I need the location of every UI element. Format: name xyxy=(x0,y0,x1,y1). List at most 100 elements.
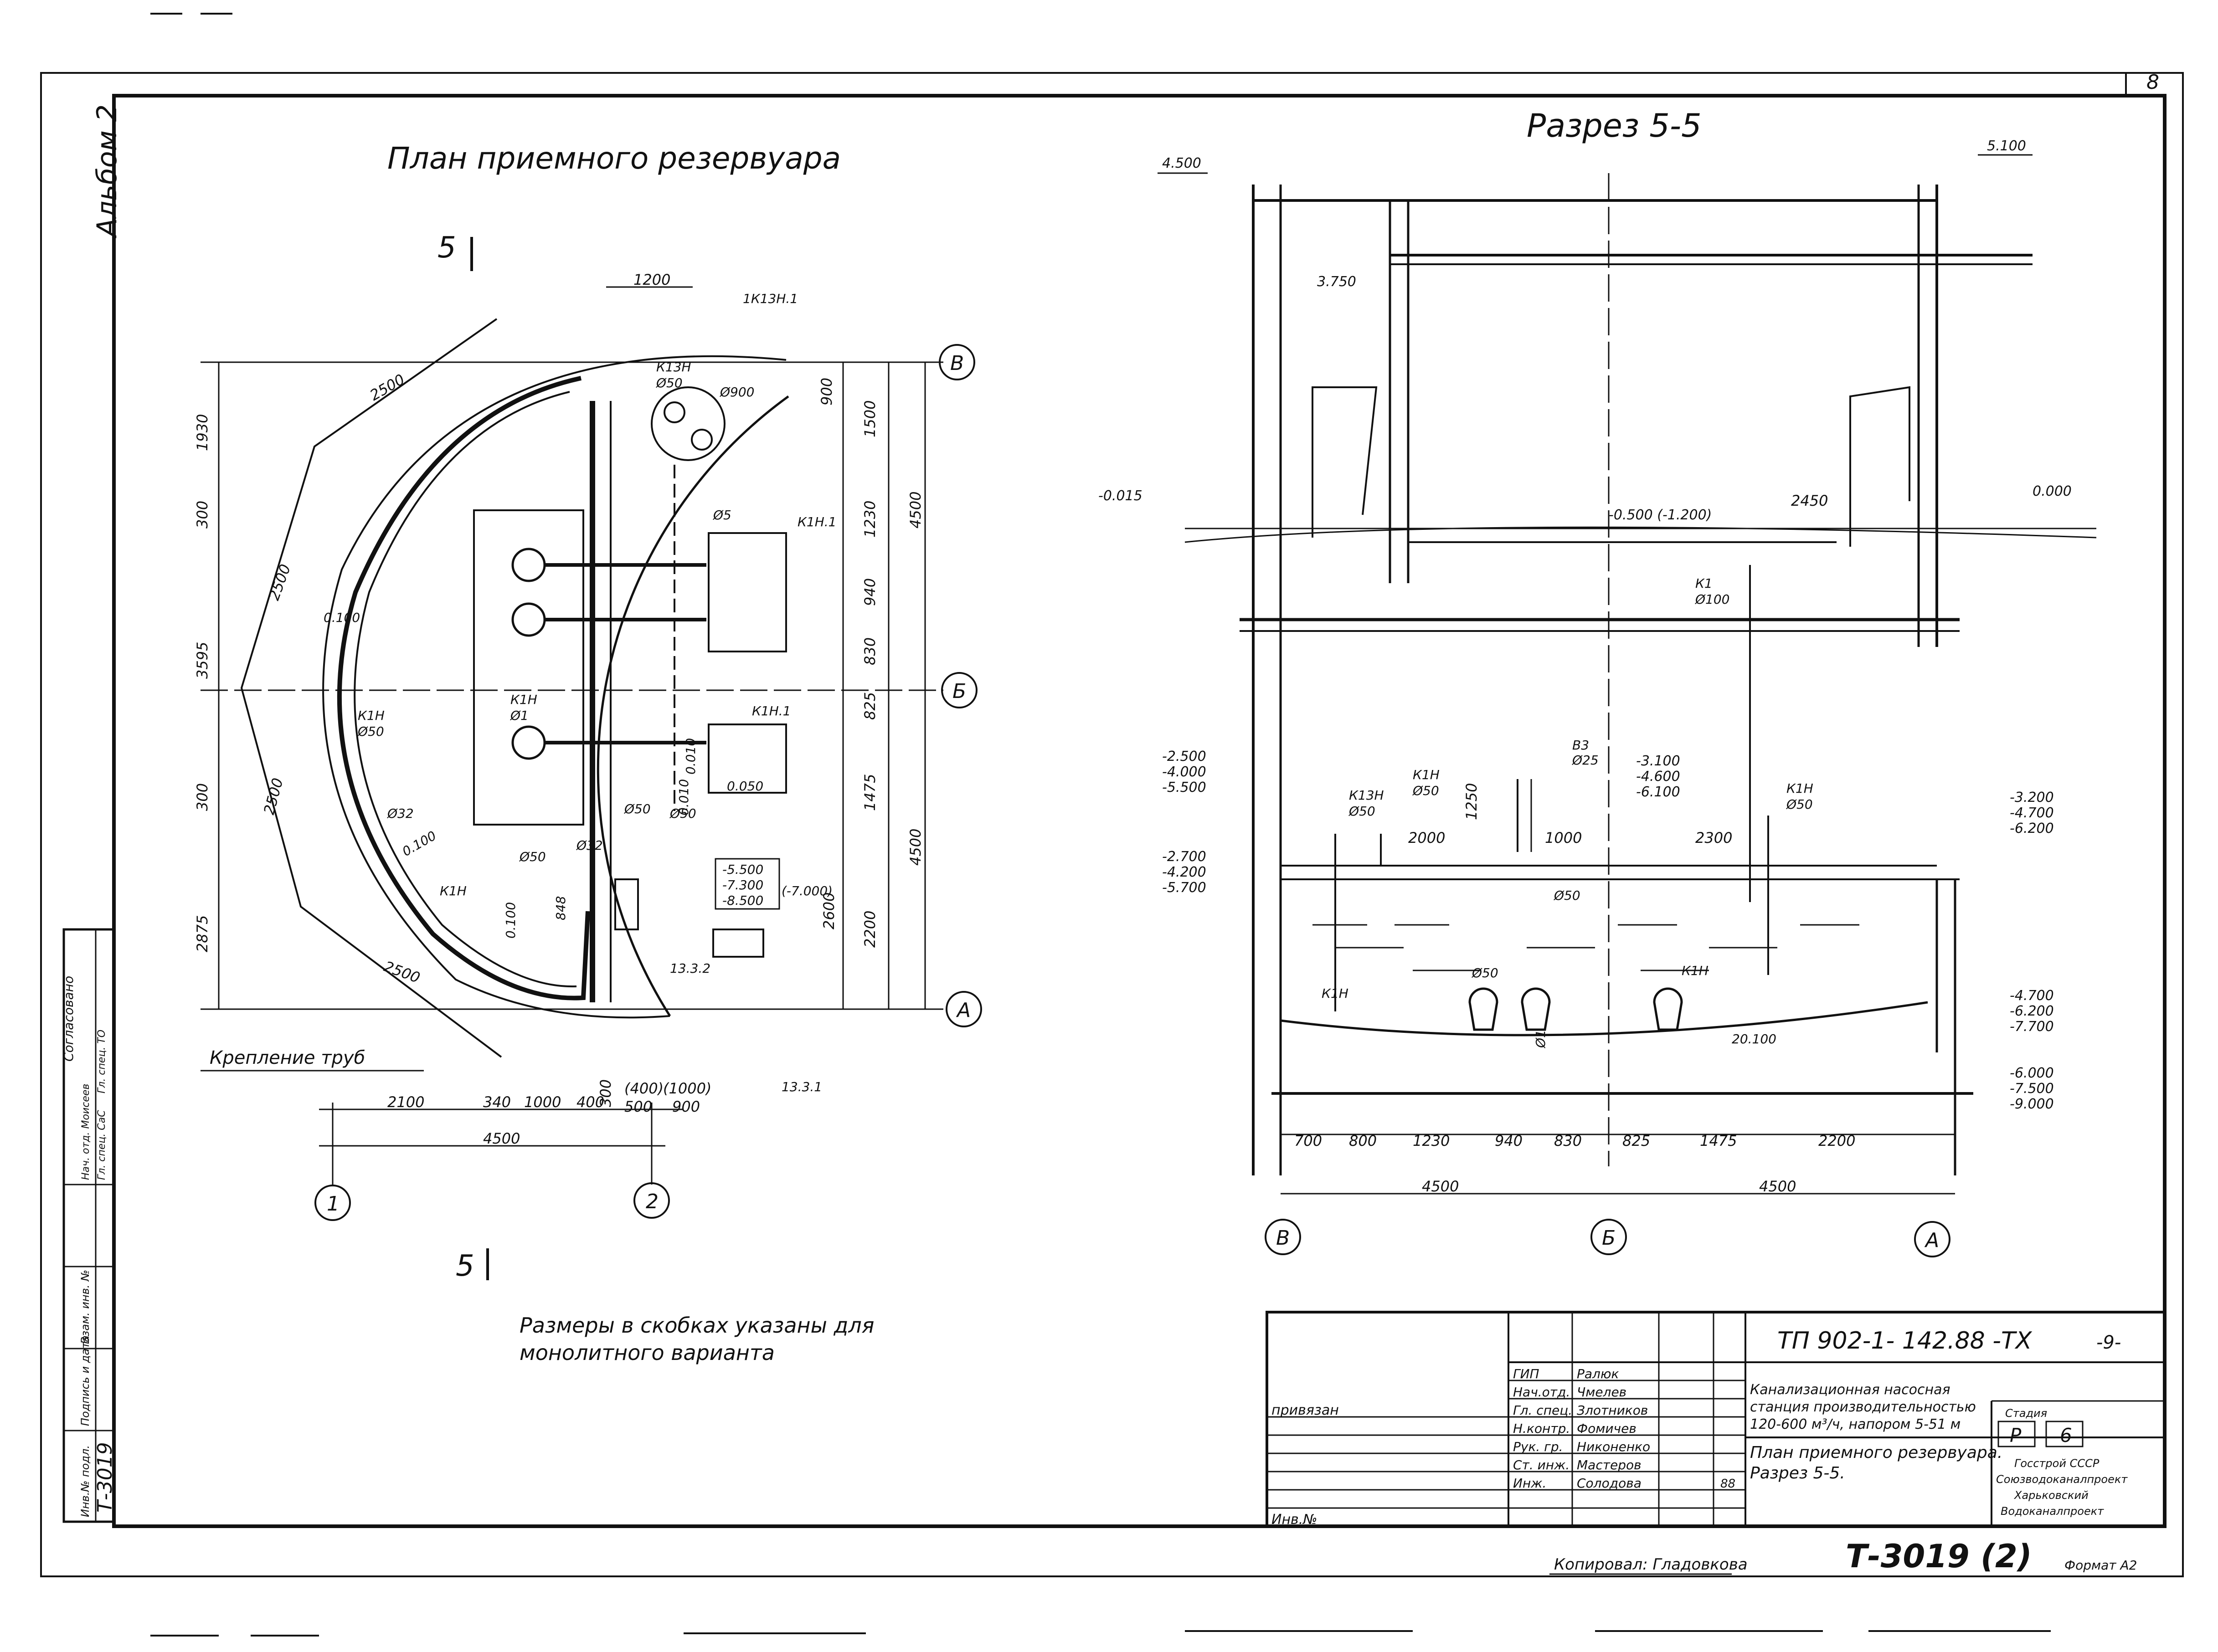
section-axis-a: А xyxy=(1914,1221,1950,1257)
svg-text:13.3.1: 13.3.1 xyxy=(782,1079,822,1094)
svg-text:К1Н: К1Н xyxy=(440,883,467,898)
plan-axis-v: В xyxy=(939,344,975,380)
svg-text:-3.200: -3.200 xyxy=(2010,790,2054,805)
svg-text:1230: 1230 xyxy=(861,501,879,538)
svg-text:Ø50: Ø50 xyxy=(1472,965,1498,980)
pipe-mount-label: Крепление труб xyxy=(210,1047,365,1068)
svg-text:-4.200: -4.200 xyxy=(1162,864,1206,880)
svg-text:Стадия: Стадия xyxy=(2005,1407,2047,1420)
svg-text:Р: Р xyxy=(2010,1424,2022,1447)
svg-text:0.010: 0.010 xyxy=(676,779,691,816)
svg-text:800: 800 xyxy=(1349,1132,1377,1149)
svg-text:Ø50: Ø50 xyxy=(656,375,683,390)
section-levels-right: 5.100 0.000 -3.200 -4.700 -6.200 -4.700 … xyxy=(1978,138,2072,1112)
svg-text:4500: 4500 xyxy=(1759,1178,1796,1195)
outer-frame xyxy=(40,72,2184,1577)
svg-text:Инж.: Инж. xyxy=(1513,1476,1546,1491)
svg-text:-7.700: -7.700 xyxy=(2010,1019,2054,1035)
svg-text:Т-3019: Т-3019 xyxy=(93,1442,117,1513)
svg-text:1К13Н.1: 1К13Н.1 xyxy=(743,291,798,306)
svg-text:Нач. отд. Моисеев: Нач. отд. Моисеев xyxy=(80,1084,92,1180)
svg-text:20.100: 20.100 xyxy=(1732,1031,1776,1047)
svg-text:Ø50: Ø50 xyxy=(357,724,384,739)
svg-text:940: 940 xyxy=(861,578,879,606)
svg-text:-5.700: -5.700 xyxy=(1162,880,1206,896)
svg-text:Ø100: Ø100 xyxy=(1695,592,1729,607)
svg-text:Харьковский: Харьковский xyxy=(2013,1489,2089,1502)
section-levels-left: 4.500 3.750 -0.015 -2.500 -4.000 -5.500 … xyxy=(1098,155,1356,896)
svg-text:120-600 м³/ч, напором 5-51 м: 120-600 м³/ч, напором 5-51 м xyxy=(1750,1416,1961,1432)
svg-text:ГИП: ГИП xyxy=(1513,1366,1539,1381)
sheet-number: 8 xyxy=(2146,71,2159,94)
svg-text:4500: 4500 xyxy=(483,1130,520,1147)
svg-text:-6.200: -6.200 xyxy=(2010,821,2054,836)
note-line-2: монолитного варианта xyxy=(520,1340,775,1365)
svg-text:А: А xyxy=(1924,1229,1939,1252)
svg-text:Ø50: Ø50 xyxy=(624,801,651,816)
svg-text:2200: 2200 xyxy=(861,911,879,948)
svg-text:4500: 4500 xyxy=(907,492,924,528)
svg-text:К1Н: К1Н xyxy=(358,708,385,723)
svg-text:4500: 4500 xyxy=(1422,1178,1459,1195)
svg-text:2300: 2300 xyxy=(1695,829,1732,847)
svg-text:-7.300: -7.300 xyxy=(722,877,763,893)
svg-text:-2.500: -2.500 xyxy=(1162,749,1206,764)
svg-text:1: 1 xyxy=(327,1192,340,1216)
svg-text:0.050: 0.050 xyxy=(727,779,763,794)
svg-text:830: 830 xyxy=(861,637,879,665)
svg-text:0.100: 0.100 xyxy=(324,610,360,625)
section-structure xyxy=(1184,173,2097,1195)
svg-text:900: 900 xyxy=(818,378,835,405)
svg-text:План приемного резервуара.: План приемного резервуара. xyxy=(1750,1443,2002,1462)
svg-text:Водоканалпроект: Водоканалпроект xyxy=(2001,1505,2104,1518)
svg-text:88: 88 xyxy=(1720,1477,1735,1491)
water-level-lines xyxy=(1312,924,1859,971)
svg-text:Б: Б xyxy=(1602,1226,1616,1250)
svg-text:340: 340 xyxy=(483,1093,511,1111)
svg-text:Инв.№: Инв.№ xyxy=(1271,1512,1317,1528)
svg-text:Взам. инв. №: Взам. инв. № xyxy=(79,1270,92,1344)
plan-axis-2: 2 xyxy=(633,1182,670,1219)
svg-text:-7.500: -7.500 xyxy=(2010,1081,2054,1097)
svg-text:Ø50: Ø50 xyxy=(519,849,546,864)
svg-text:Госстрой СССР: Госстрой СССР xyxy=(2014,1457,2100,1470)
svg-text:К1Н.1: К1Н.1 xyxy=(752,703,791,718)
svg-text:Гл. спец. ТО: Гл. спец. ТО xyxy=(96,1030,108,1093)
svg-text:-0.500 (-1.200): -0.500 (-1.200) xyxy=(1609,507,1712,523)
svg-text:-6.200: -6.200 xyxy=(2010,1003,2054,1019)
doc-code: ТП 902-1- 142.88 -ТХ xyxy=(1777,1327,2033,1354)
svg-text:3.750: 3.750 xyxy=(1317,274,1356,290)
svg-text:Ст. инж.: Ст. инж. xyxy=(1513,1457,1570,1472)
svg-text:(-7.000): (-7.000) xyxy=(782,883,833,898)
svg-text:300: 300 xyxy=(194,501,211,528)
svg-text:Союзводоканалпроект: Союзводоканалпроект xyxy=(1996,1473,2128,1486)
svg-text:Разрез 5-5.: Разрез 5-5. xyxy=(1750,1464,1845,1483)
svg-text:13.3.2: 13.3.2 xyxy=(670,961,710,976)
svg-text:2200: 2200 xyxy=(1818,1132,1855,1149)
svg-text:Ø50: Ø50 xyxy=(669,806,696,821)
svg-text:940: 940 xyxy=(1495,1132,1523,1149)
plan-labels: 1К13Н.1 К13Н Ø50 Ø900 К1Н.1 Ø5 0.100 К1Н… xyxy=(324,291,836,1094)
svg-text:2500: 2500 xyxy=(260,776,287,816)
title-block: ТП 902-1- 142.88 -ТХ -9- привязан Инв.№ … xyxy=(1266,1311,2166,1528)
cut-mark-bottom: 5 xyxy=(456,1249,474,1283)
svg-text:К1Н: К1Н xyxy=(1682,963,1709,978)
svg-text:2500: 2500 xyxy=(265,562,294,603)
svg-text:2600: 2600 xyxy=(820,893,838,929)
note-line-1: Размеры в скобках указаны для xyxy=(520,1313,874,1338)
svg-text:Ралюк: Ралюк xyxy=(1577,1366,1619,1381)
svg-text:Инв.№ подл.: Инв.№ подл. xyxy=(79,1445,92,1517)
svg-text:0.000: 0.000 xyxy=(2033,483,2072,499)
svg-text:2875: 2875 xyxy=(194,915,211,952)
section-pipe-labels: К1 Ø100 В3 Ø25 К13Н Ø50 К1Н Ø50 К1Н Ø50 … xyxy=(1322,576,1813,1048)
svg-text:К1Н.1: К1Н.1 xyxy=(798,514,836,529)
svg-text:-4.700: -4.700 xyxy=(2010,988,2054,1004)
svg-text:-9-: -9- xyxy=(2096,1332,2121,1353)
svg-text:-8.500: -8.500 xyxy=(722,893,763,908)
svg-text:Канализационная насосная: Канализационная насосная xyxy=(1750,1382,1950,1398)
svg-text:3595: 3595 xyxy=(194,642,211,679)
svg-text:5.100: 5.100 xyxy=(1987,138,2026,154)
inner-frame xyxy=(112,94,2167,1528)
svg-text:Ø50: Ø50 xyxy=(1554,888,1580,903)
svg-text:Нач.отд.: Нач.отд. xyxy=(1513,1385,1570,1400)
